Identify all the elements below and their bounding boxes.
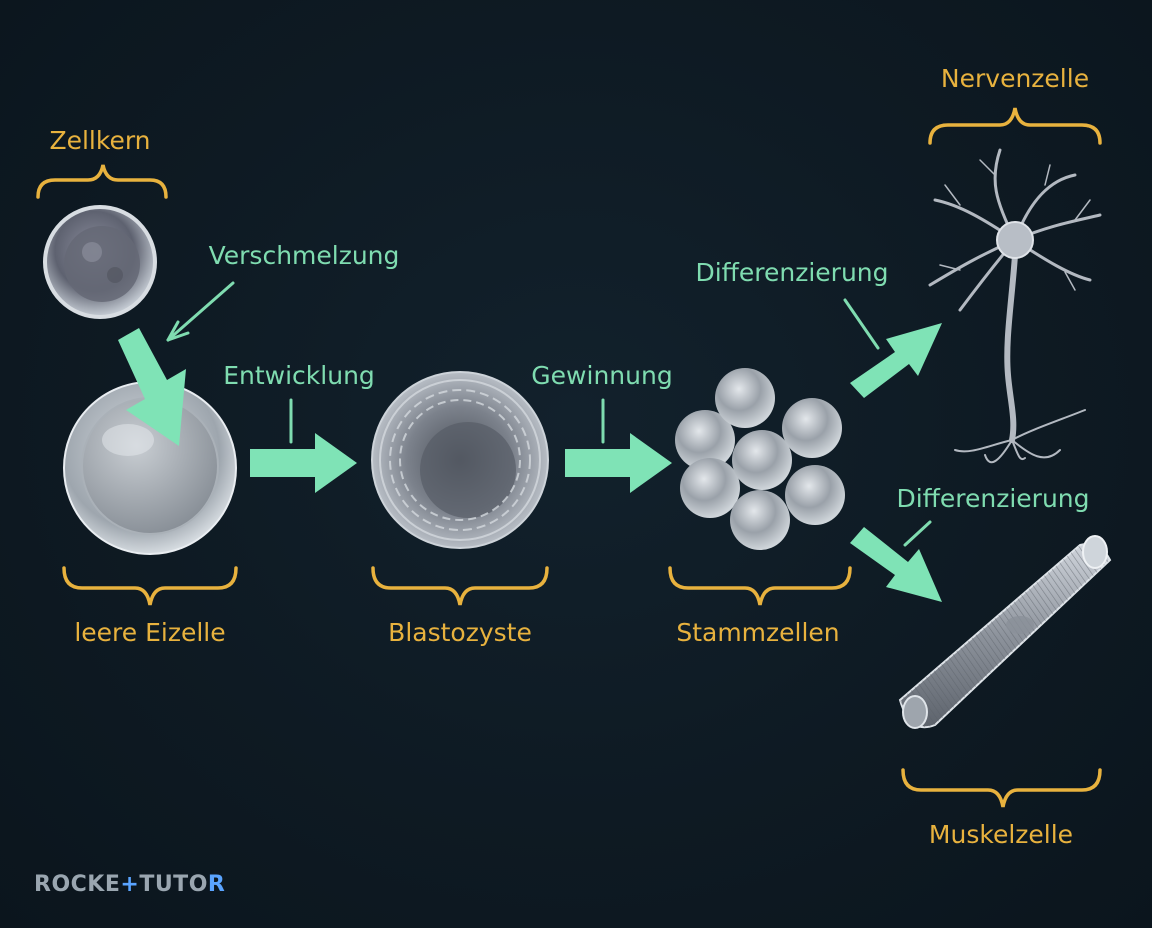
blastocyst-cell xyxy=(371,371,549,549)
arrow-fusion xyxy=(118,328,186,446)
process-arrows xyxy=(118,323,942,602)
label-verschmelzung: Verschmelzung xyxy=(208,241,400,270)
label-differenzierung-neuron: Differenzierung xyxy=(695,258,889,287)
pointer-differenzierung-2 xyxy=(903,520,932,547)
label-stammzellen: Stammzellen xyxy=(676,618,840,647)
brace-nervenzelle xyxy=(928,107,1102,145)
pointer-verschmelzung xyxy=(166,281,235,342)
label-leere-eizelle: leere Eizelle xyxy=(74,618,226,647)
pointer-verschmelzung-head xyxy=(166,320,190,342)
brace-stammzellen xyxy=(668,566,852,606)
label-nervenzelle: Nervenzelle xyxy=(940,64,1090,93)
arrow-development xyxy=(250,433,357,493)
label-muskelzelle: Muskelzelle xyxy=(928,820,1074,849)
stem-cells-cluster xyxy=(675,368,845,550)
muscle-cell xyxy=(898,535,1112,729)
empty-egg-cell xyxy=(63,381,237,555)
arrow-differentiation-neuron xyxy=(850,323,942,398)
neuron-soma xyxy=(996,221,1034,259)
rockettutor-logo: ROCKE+TUTOR xyxy=(34,872,226,897)
label-zellkern: Zellkern xyxy=(49,126,151,155)
brace-muskelzelle xyxy=(901,768,1102,808)
neuron-cell xyxy=(928,148,1102,464)
brace-zellkern xyxy=(36,164,168,199)
arrow-differentiation-muscle xyxy=(850,527,942,602)
brace-blastozyste xyxy=(371,566,549,606)
label-blastozyste: Blastozyste xyxy=(388,618,532,647)
nucleus-cell xyxy=(43,205,157,319)
pointer-lines xyxy=(166,281,932,547)
label-gewinnung: Gewinnung xyxy=(531,361,673,390)
brace-leere-eizelle xyxy=(62,566,238,606)
label-differenzierung-muscle: Differenzierung xyxy=(896,484,1090,513)
pointer-differenzierung-1 xyxy=(843,298,880,350)
braces xyxy=(36,107,1102,808)
label-entwicklung: Entwicklung xyxy=(223,361,375,390)
arrow-extraction xyxy=(565,433,672,493)
